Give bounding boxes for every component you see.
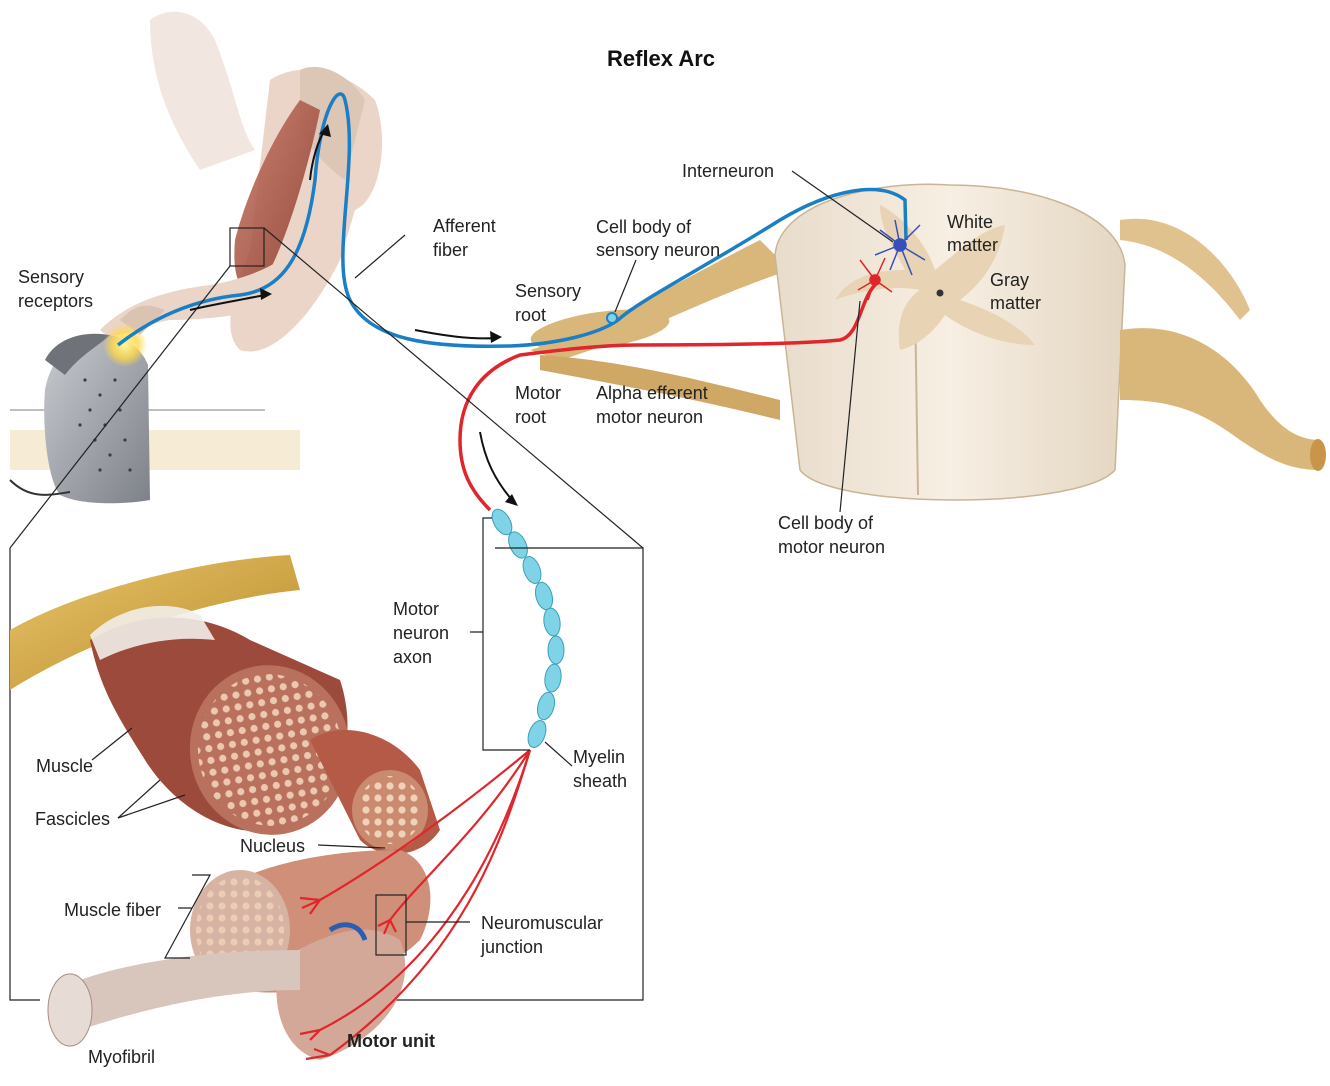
label-fascicles: Fascicles: [35, 809, 110, 829]
label-myofibril: Myofibril: [88, 1047, 155, 1067]
label-afferent-fiber: Afferent fiber: [433, 216, 501, 260]
muscle-illustration: [10, 555, 440, 1060]
label-sensory-receptors: Sensory receptors: [18, 267, 93, 311]
label-nucleus: Nucleus: [240, 836, 305, 856]
label-muscle: Muscle: [36, 756, 93, 776]
label-myelin-sheath: Myelin sheath: [573, 747, 630, 791]
label-neuromuscular-junction: Neuromuscular junction: [480, 913, 608, 957]
label-motor-unit: Motor unit: [347, 1031, 435, 1051]
label-muscle-fiber: Muscle fiber: [64, 900, 161, 920]
myelin-sheath-segments: [488, 506, 564, 750]
label-motor-neuron-axon: Motor neuron axon: [393, 599, 454, 667]
diagram-title: Reflex Arc: [607, 46, 715, 71]
sensory-cell-body: [607, 313, 617, 323]
label-alpha-efferent: Alpha efferent motor neuron: [596, 383, 713, 427]
label-cell-body-sensory: Cell body of sensory neuron: [596, 217, 720, 260]
label-cell-body-motor: Cell body of motor neuron: [778, 513, 885, 557]
label-interneuron: Interneuron: [682, 161, 774, 181]
label-motor-root: Motor root: [515, 383, 566, 427]
